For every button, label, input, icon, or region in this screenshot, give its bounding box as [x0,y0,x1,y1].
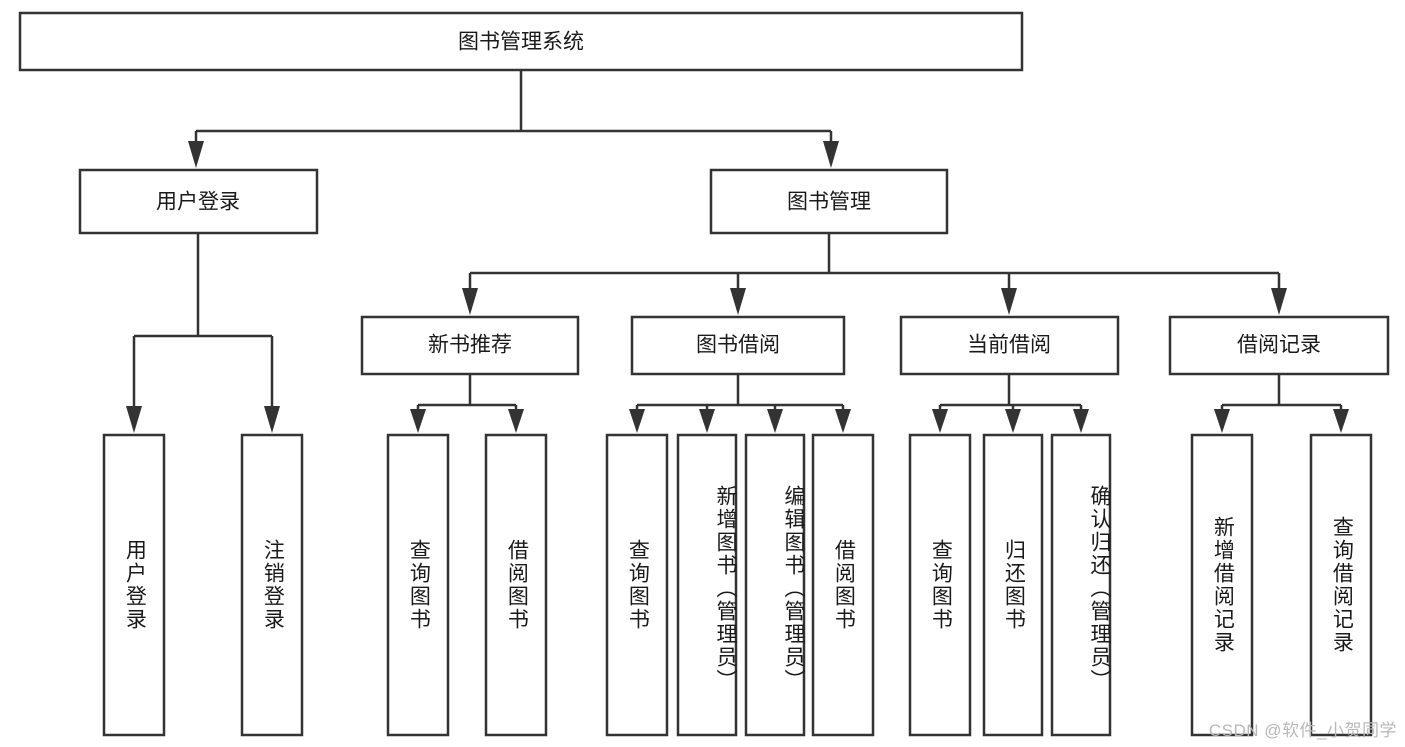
node-leaf-user-login-box[interactable] [102,433,166,737]
arrow-head-leaf-add-record [1214,409,1230,433]
node-book-borrow-label: 图书借阅 [696,334,780,357]
arrow-head-leaf-borrow-book-1 [508,409,524,433]
node-root[interactable]: 图书管理系统 [18,11,1024,72]
node-leaf-query-book-3-box[interactable] [908,433,972,737]
node-borrow-record-label: 借阅记录 [1237,334,1321,357]
arrow-head-leaf-query-book-3 [932,409,948,433]
node-current-borrow-box[interactable] [899,315,1120,376]
node-book-borrow[interactable]: 图书借阅 [630,315,846,376]
node-new-book-rec[interactable]: 新书推荐 [360,315,580,376]
arrow-head-book-manage [823,141,839,168]
node-user-login-label: 用户登录 [156,191,240,214]
arrow-head-leaf-edit-book [767,409,783,433]
csdn-watermark: CSDN @软件_小贺同学 [1208,721,1397,740]
node-root-box[interactable] [18,11,1024,72]
node-book-manage-box[interactable] [709,168,949,235]
node-book-manage[interactable]: 图书管理 [709,168,949,235]
arrow-head-leaf-add-book [699,409,715,433]
node-leaf-add-book-box[interactable] [676,433,738,737]
node-leaf-edit-book-box[interactable] [744,433,806,737]
connector-group [126,70,1349,433]
node-leaf-query-record-box[interactable] [1309,433,1373,737]
node-new-book-rec-label: 新书推荐 [428,334,512,357]
arrow-head-leaf-query-record [1333,409,1349,433]
arrow-head-leaf-confirm-return [1073,409,1089,433]
node-new-book-rec-box[interactable] [360,315,580,376]
arrow-head-leaf-query-book-2 [629,409,645,433]
node-current-borrow[interactable]: 当前借阅 [899,315,1120,376]
node-leaf-confirm-return-box[interactable] [1050,433,1112,737]
node-leaf-query-book-1-box[interactable] [386,433,450,737]
arrow-head-current-borrow [1001,288,1017,315]
node-leaf-borrow-book-1-box[interactable] [484,433,548,737]
node-borrow-record[interactable]: 借阅记录 [1168,315,1390,376]
arrow-head-leaf-user-login [126,406,142,433]
node-user-login[interactable]: 用户登录 [78,168,319,235]
node-leaf-query-book-2-box[interactable] [605,433,669,737]
node-leaf-return-book-box[interactable] [982,433,1044,737]
node-book-manage-label: 图书管理 [787,191,871,214]
node-leaf-borrow-book-2-box[interactable] [811,433,875,737]
node-borrow-record-box[interactable] [1168,315,1390,376]
node-leaf-logout-box[interactable] [240,433,304,737]
node-current-borrow-label: 当前借阅 [967,334,1051,357]
leaf-box-group [102,433,1373,737]
node-user-login-box[interactable] [78,168,319,235]
node-root-label: 图书管理系统 [458,31,584,54]
arrow-head-new-book-rec [462,288,478,315]
node-book-borrow-box[interactable] [630,315,846,376]
arrow-head-leaf-logout [264,406,280,433]
arrow-head-leaf-return-book [1005,409,1021,433]
arrow-head-book-borrow [730,288,746,315]
arrow-head-leaf-borrow-book-2 [835,409,851,433]
arrow-head-borrow-record [1271,288,1287,315]
node-leaf-add-record-box[interactable] [1190,433,1254,737]
arrow-head-leaf-query-book-1 [410,409,426,433]
arrow-head-user-login [188,141,204,168]
